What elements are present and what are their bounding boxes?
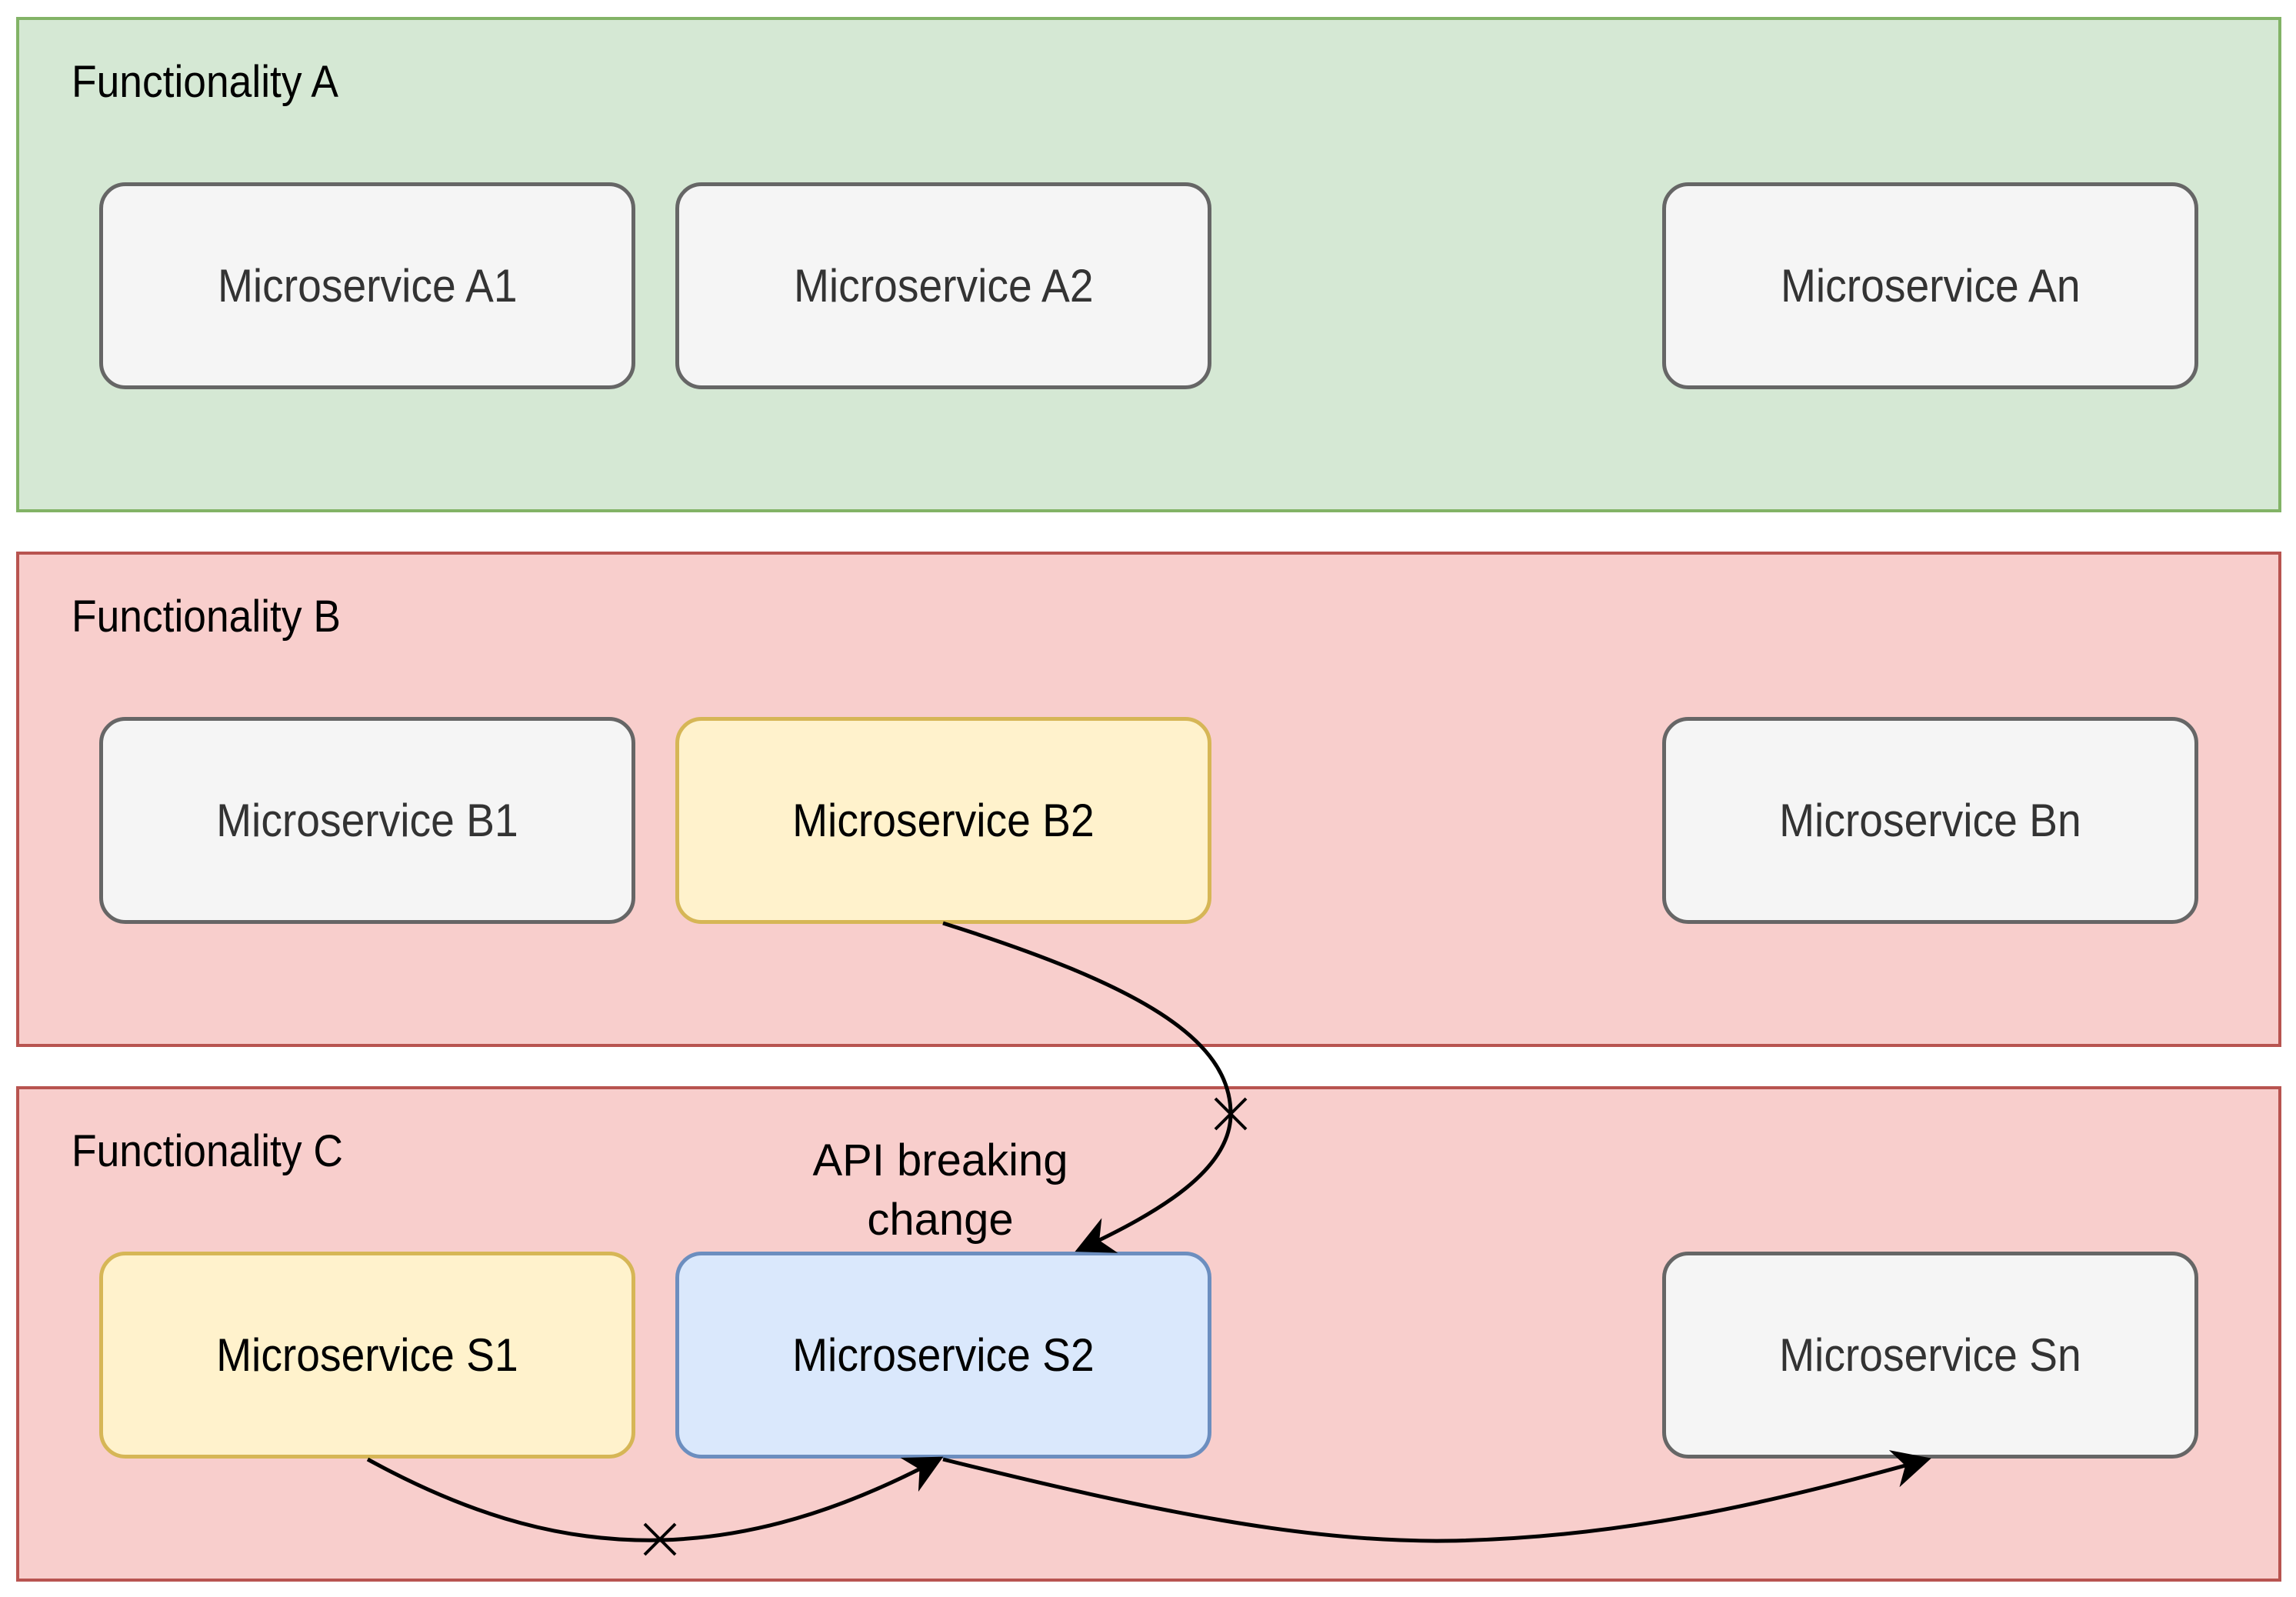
edge-label-api-breaking-change: API breaking change bbox=[812, 1135, 1068, 1245]
service-label-a2: Microservice A2 bbox=[793, 260, 1094, 312]
service-box-s2[interactable]: Microservice S2 bbox=[675, 1252, 1211, 1459]
service-label-sn: Microservice Sn bbox=[1779, 1329, 2081, 1381]
service-box-b1[interactable]: Microservice B1 bbox=[99, 717, 635, 924]
edge-break-cross-icon bbox=[1214, 1097, 1248, 1131]
service-label-s1: Microservice S1 bbox=[216, 1329, 518, 1381]
service-label-an: Microservice An bbox=[1780, 260, 2081, 312]
service-box-bn[interactable]: Microservice Bn bbox=[1662, 717, 2198, 924]
service-label-b1: Microservice B1 bbox=[216, 795, 518, 846]
service-box-a1[interactable]: Microservice A1 bbox=[99, 182, 635, 389]
edge-s2-to-sn[interactable] bbox=[942, 1450, 1931, 1543]
group-title-a: Functionality A bbox=[72, 57, 339, 107]
group-title-b: Functionality B bbox=[72, 592, 341, 642]
edge-b2-to-s2[interactable] bbox=[942, 921, 1233, 1253]
service-label-bn: Microservice Bn bbox=[1779, 795, 2081, 846]
group-title-c: Functionality C bbox=[72, 1126, 343, 1176]
service-label-s2: Microservice S2 bbox=[792, 1329, 1095, 1381]
edge-break-cross-icon bbox=[643, 1522, 677, 1556]
service-box-sn[interactable]: Microservice Sn bbox=[1662, 1252, 2198, 1459]
service-box-an[interactable]: Microservice An bbox=[1662, 182, 2198, 389]
service-label-a1: Microservice A1 bbox=[217, 260, 518, 312]
service-box-s1[interactable]: Microservice S1 bbox=[99, 1252, 635, 1459]
service-box-a2[interactable]: Microservice A2 bbox=[675, 182, 1211, 389]
service-box-b2[interactable]: Microservice B2 bbox=[675, 717, 1211, 924]
service-label-b2: Microservice B2 bbox=[792, 795, 1095, 846]
edge-s1-to-s2[interactable] bbox=[366, 1456, 944, 1542]
